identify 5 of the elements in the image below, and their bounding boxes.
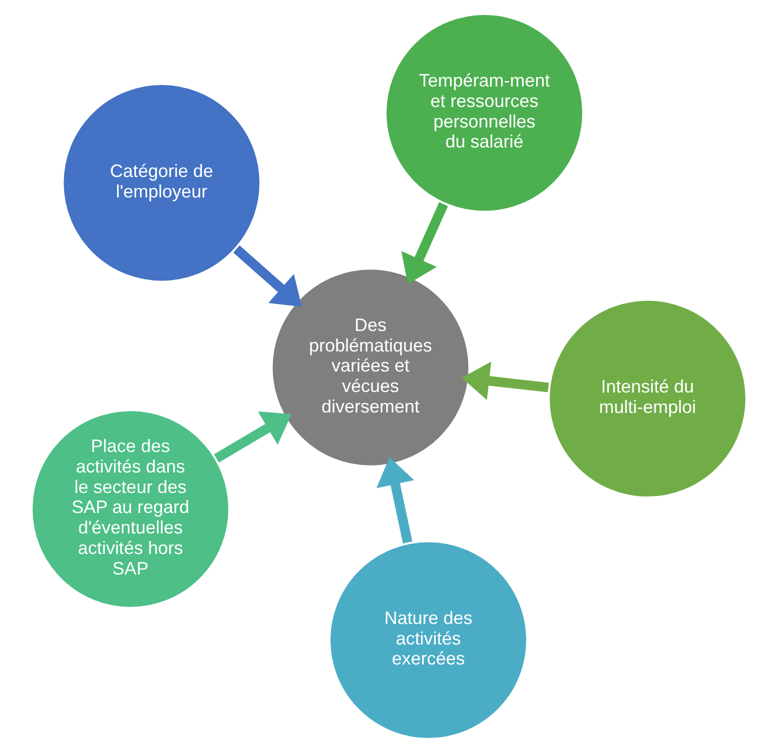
arrow [376, 457, 414, 544]
arrow [214, 411, 292, 462]
arrow [232, 245, 302, 307]
arrow [400, 202, 448, 284]
arrow [461, 362, 548, 400]
